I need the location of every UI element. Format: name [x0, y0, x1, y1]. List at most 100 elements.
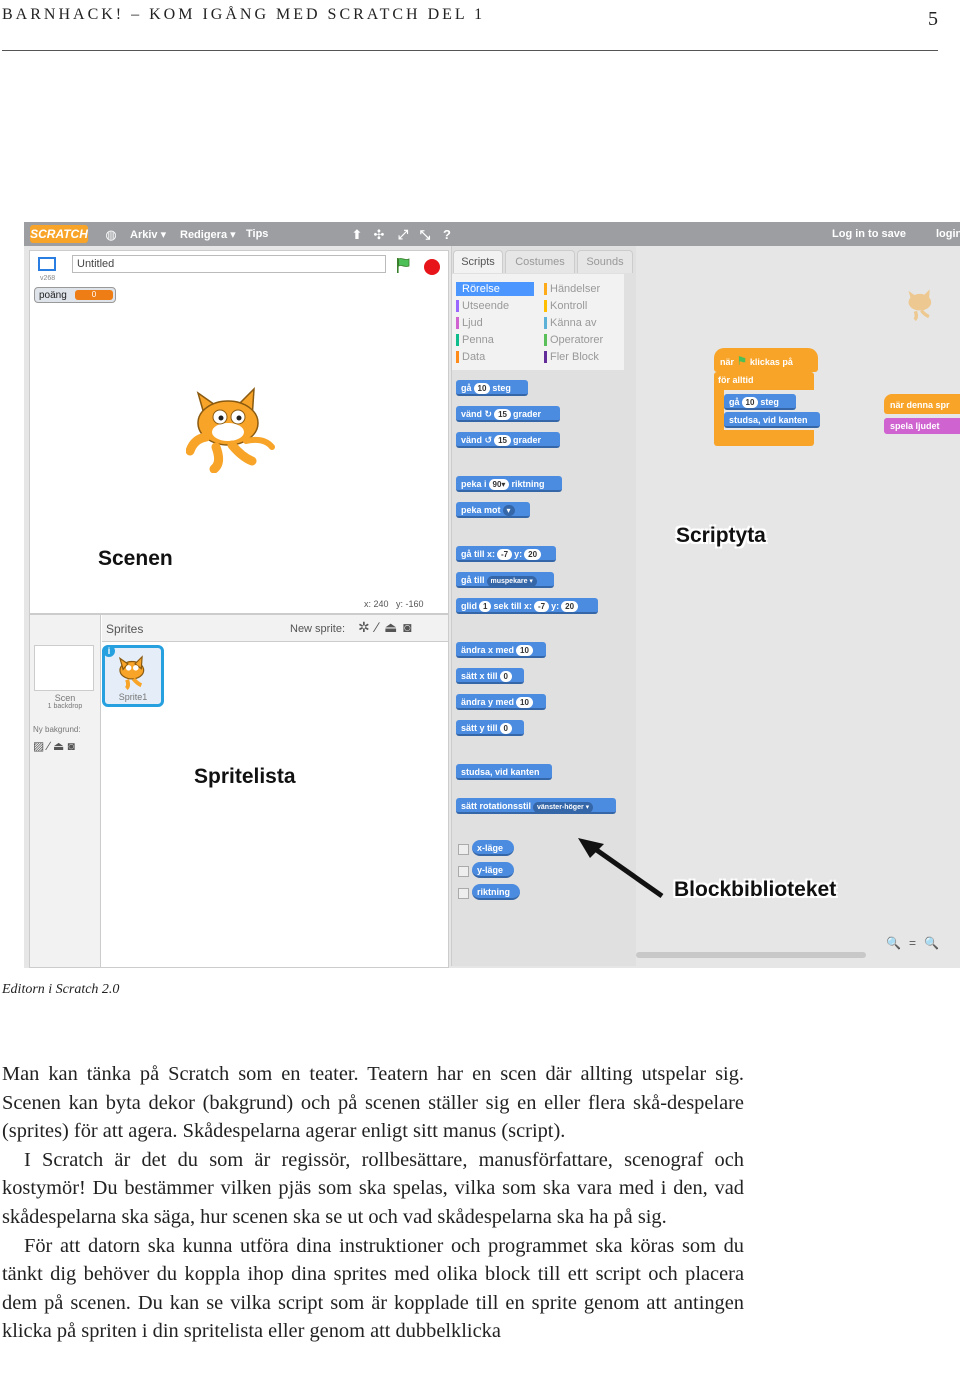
- checkbox-direction[interactable]: [458, 888, 469, 899]
- version-label: v268: [40, 275, 56, 282]
- scratch-cat-sprite[interactable]: [186, 377, 276, 473]
- variable-name: poäng: [39, 290, 67, 301]
- reporter-direction[interactable]: riktning: [472, 884, 520, 900]
- fullscreen-icon[interactable]: [38, 257, 56, 271]
- category-looks[interactable]: Utseende: [456, 299, 509, 313]
- category-pen[interactable]: Penna: [456, 333, 494, 347]
- running-title: barnhack! – kom igång med scratch del 1: [2, 6, 486, 23]
- new-sprite-tools[interactable]: ✲∕⏏◙: [358, 619, 418, 635]
- category-control[interactable]: Kontroll: [544, 299, 587, 313]
- tab-scripts[interactable]: Scripts: [453, 250, 503, 273]
- label-spritelista: Spritelista: [194, 765, 296, 788]
- coord-x: x: 240: [364, 599, 389, 609]
- backdrop-tools[interactable]: ▨ ∕ ⏏ ◙: [33, 739, 75, 753]
- category-data[interactable]: Data: [456, 350, 485, 364]
- paragraph-2: I Scratch är det du som är regissör, rol…: [2, 1148, 744, 1228]
- category-events[interactable]: Händelser: [544, 282, 600, 296]
- label-blockbiblioteket: Blockbiblioteket: [674, 878, 837, 901]
- paragraph-1: Man kan tänka på Scratch som en teater. …: [2, 1063, 744, 1143]
- label-scenen: Scenen: [98, 547, 173, 570]
- scratch-editor-screenshot: SCRATCH ◍ Arkiv ▾ Redigera ▾ Tips ⬆ ✣ ⤢ …: [24, 222, 960, 968]
- stage-backdrops: 1 backdrop: [47, 703, 83, 710]
- menu-bar: SCRATCH ◍ Arkiv ▾ Redigera ▾ Tips ⬆ ✣ ⤢ …: [24, 222, 960, 246]
- when-sprite-clicked-block[interactable]: när denna spr: [884, 394, 960, 414]
- sprite-watermark-icon: [908, 289, 932, 321]
- project-title-input[interactable]: Untitled: [72, 255, 386, 273]
- forever-label: för alltid: [718, 375, 754, 385]
- menu-tips[interactable]: Tips: [246, 228, 269, 240]
- running-head: barnhack! – kom igång med scratch del 1 …: [2, 6, 938, 32]
- header-rule: [2, 50, 938, 51]
- sprites-pane: Scen 1 backdrop Ny bakgrund: ▨ ∕ ⏏ ◙ Spr…: [29, 614, 449, 968]
- sprite1-name: Sprite1: [118, 692, 148, 702]
- help-icon[interactable]: ?: [443, 227, 451, 242]
- stage-column: Scen 1 backdrop Ny bakgrund: ▨ ∕ ⏏ ◙: [30, 615, 101, 967]
- login-link[interactable]: login: [936, 228, 960, 240]
- block-bounce[interactable]: studsa, vid kanten: [456, 764, 552, 780]
- new-backdrop-label: Ny bakgrund:: [33, 725, 81, 734]
- horizontal-scrollbar[interactable]: [636, 952, 866, 958]
- category-sound[interactable]: Ljud: [456, 316, 483, 330]
- paragraph-3: För att datorn ska kunna utföra dina ins…: [2, 1234, 744, 1343]
- category-list: Rörelse Utseende Ljud Penna Data Händels…: [452, 274, 624, 370]
- block-point-towards[interactable]: peka mot▾: [456, 502, 530, 518]
- menu-file[interactable]: Arkiv ▾: [130, 229, 167, 241]
- green-flag-icon-small: ⚑: [736, 354, 748, 368]
- new-sprite-label: New sprite:: [290, 623, 346, 635]
- play-sound-block[interactable]: spela ljudet: [884, 418, 960, 434]
- category-more-blocks[interactable]: Fler Block: [544, 350, 599, 364]
- tab-sounds[interactable]: Sounds: [577, 250, 633, 273]
- checkbox-y-position[interactable]: [458, 866, 469, 877]
- checkbox-x-position[interactable]: [458, 844, 469, 855]
- duplicate-icon[interactable]: ⬆: [351, 227, 363, 242]
- when-flag-clicked-block[interactable]: när ⚑ klickas på: [714, 348, 818, 372]
- tab-costumes[interactable]: Costumes: [505, 250, 575, 273]
- delete-icon[interactable]: ✣: [373, 227, 385, 242]
- variable-value: 0: [75, 290, 113, 300]
- sprites-title: Sprites: [106, 622, 144, 636]
- login-to-save[interactable]: Log in to save: [832, 228, 906, 240]
- figure-caption: Editorn i Scratch 2.0: [2, 982, 120, 997]
- zoom-controls[interactable]: 🔍=🔍: [886, 936, 947, 950]
- sprite1-cat-icon: [118, 655, 145, 690]
- reporter-x-position[interactable]: x-läge: [472, 840, 514, 856]
- category-motion[interactable]: Rörelse: [456, 282, 534, 296]
- body-text: Man kan tänka på Scratch som en teater. …: [2, 1060, 744, 1346]
- stage[interactable]: v268 Untitled poäng 0 Scenen: [29, 250, 449, 614]
- green-flag-icon[interactable]: [396, 257, 410, 273]
- info-icon[interactable]: i: [103, 645, 115, 657]
- menu-edit[interactable]: Redigera ▾: [180, 229, 236, 241]
- page-number: 5: [928, 8, 938, 30]
- grow-icon[interactable]: ⤢: [397, 227, 409, 242]
- label-scriptyta: Scriptyta: [676, 524, 766, 547]
- sprites-header: Sprites New sprite: ✲∕⏏◙: [102, 615, 448, 642]
- script-bounce-block[interactable]: studsa, vid kanten: [724, 412, 820, 428]
- globe-icon[interactable]: ◍: [105, 227, 117, 242]
- coord-y: y: -160: [396, 599, 424, 609]
- category-operators[interactable]: Operatorer: [544, 333, 603, 347]
- category-sensing[interactable]: Känna av: [544, 316, 596, 330]
- mouse-coordinates: x: 240 y: -160: [364, 599, 424, 609]
- shrink-icon[interactable]: ⤡: [419, 227, 431, 242]
- scratch-logo[interactable]: SCRATCH: [30, 225, 88, 243]
- reporter-y-position[interactable]: y-läge: [472, 862, 514, 878]
- sprite1-thumbnail[interactable]: i Sprite1: [102, 645, 164, 707]
- stage-name: Scen: [54, 693, 76, 703]
- stage-thumbnail[interactable]: [34, 645, 94, 691]
- variable-monitor: poäng 0: [34, 287, 116, 303]
- stop-icon[interactable]: [424, 259, 440, 275]
